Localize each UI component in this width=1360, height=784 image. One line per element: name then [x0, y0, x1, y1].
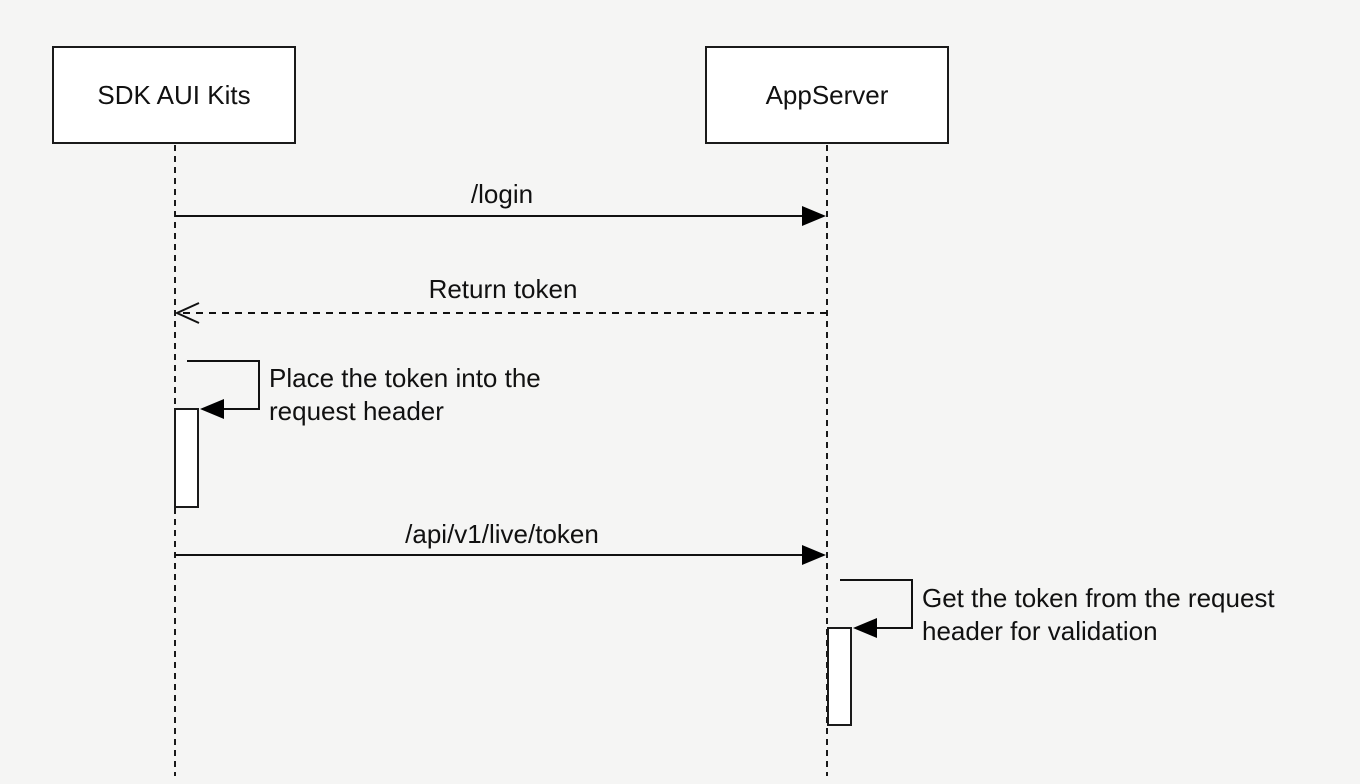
self-message-label-server: Get the token from the request header fo…	[922, 583, 1282, 646]
self-message-line-server-2: header for validation	[922, 616, 1158, 646]
arrowhead-login	[802, 206, 826, 226]
participant-server: AppServer	[705, 46, 949, 144]
self-loop-line-sdk	[187, 360, 260, 410]
self-message-sdk: Place the token into the request header	[174, 360, 548, 508]
self-message-label-sdk: Place the token into the request header	[269, 363, 548, 426]
message-return-token: Return token	[174, 274, 827, 324]
arrowhead-self-server	[853, 618, 877, 638]
participant-label-sdk: SDK AUI Kits	[97, 80, 250, 110]
self-loop-line-server	[840, 579, 913, 629]
self-message-server: Get the token from the request header fo…	[827, 579, 1282, 726]
message-login: /login	[175, 179, 826, 226]
participant-box-server	[705, 46, 949, 144]
activation-bar-sdk	[174, 408, 199, 508]
activation-bar-server	[827, 627, 852, 726]
self-message-line-sdk-2: request header	[269, 396, 444, 426]
participant-box-sdk	[52, 46, 296, 144]
arrowhead-self-sdk	[200, 399, 224, 419]
self-message-line-sdk-1: Place the token into the	[269, 363, 541, 393]
message-label-return-token: Return token	[429, 274, 578, 304]
self-message-line-server-1: Get the token from the request	[922, 583, 1275, 613]
message-api-token: /api/v1/live/token	[175, 519, 826, 565]
participant-sdk: SDK AUI Kits	[52, 46, 296, 144]
participant-label-server: AppServer	[766, 80, 889, 110]
message-label-api-token: /api/v1/live/token	[405, 519, 599, 549]
message-label-login: /login	[471, 179, 533, 209]
arrowhead-api-token	[802, 545, 826, 565]
arrowhead-return-token	[174, 302, 200, 324]
